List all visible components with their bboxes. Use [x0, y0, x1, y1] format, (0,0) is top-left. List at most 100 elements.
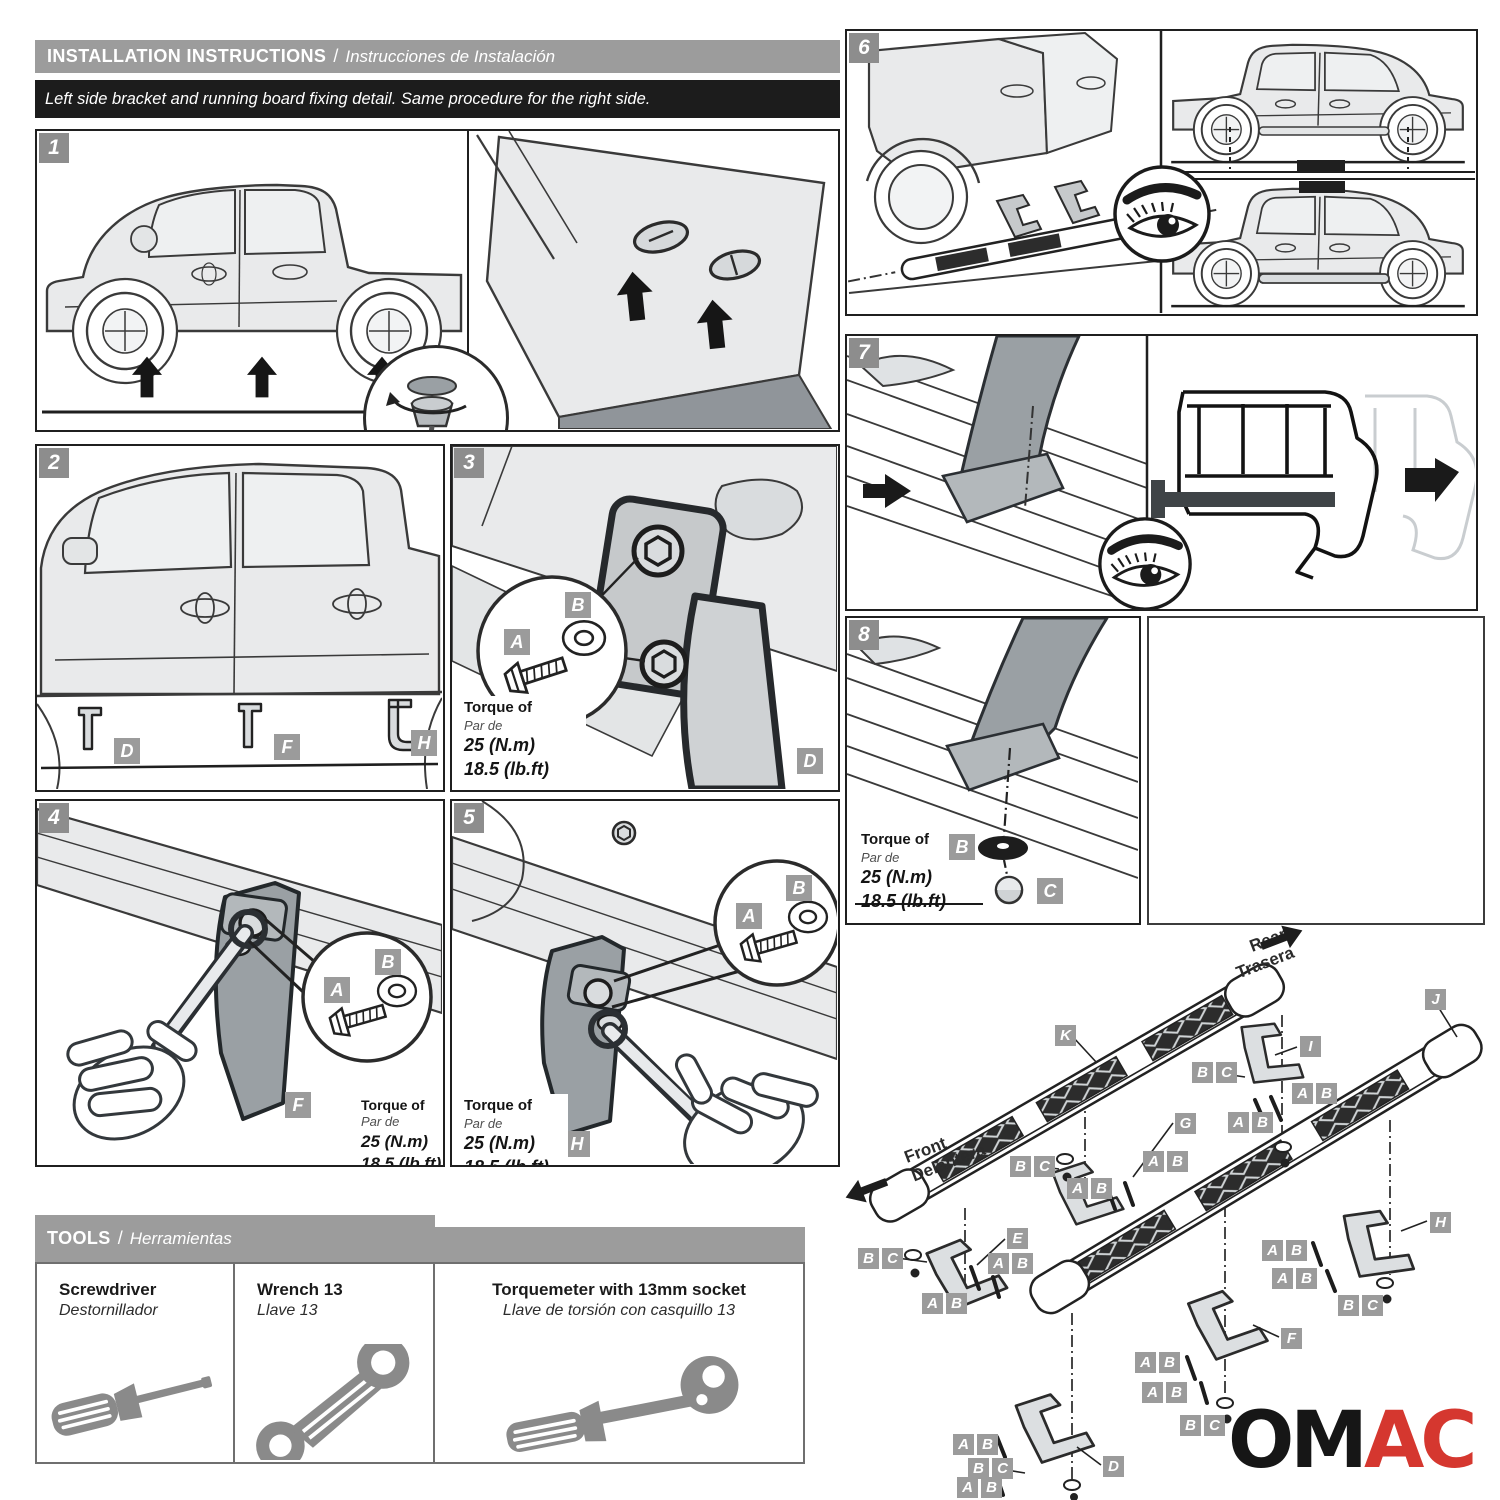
corner-part-label: F [285, 1092, 311, 1118]
fastener-letter-b: B [1166, 1382, 1187, 1403]
screwdriver-icon [48, 1365, 216, 1439]
step-number-badge: 7 [849, 338, 879, 368]
fastener-letter-c: C [1216, 1062, 1237, 1083]
front-arrow-icon [845, 1178, 889, 1203]
part-badge-d: D [1103, 1456, 1124, 1477]
tool-name-es: Llave 13 [257, 1302, 318, 1319]
part-badge-e: E [1007, 1228, 1028, 1249]
fastener-letter-a: A [1262, 1240, 1283, 1261]
panel-step-5: 5 A B H Torque o [450, 799, 840, 1167]
fastener-letter-a: A [957, 1477, 978, 1498]
bolt-label: A [736, 903, 762, 929]
fastener-letter-c: C [1362, 1295, 1383, 1316]
part-badge-j: J [1425, 989, 1446, 1010]
panel-step-7: 7 [845, 334, 1478, 611]
step-number-badge: 3 [454, 448, 484, 478]
bracket-tightening-illustration [37, 807, 442, 1141]
nut-label: C [1037, 878, 1063, 904]
bracket-bolting-illustration [452, 446, 837, 789]
torque-spec: Torque of Par de 25 (N.m) 18.5 (lb.ft) [861, 831, 947, 911]
step-number-badge: 4 [39, 803, 69, 833]
brand-logo-black: OM [1228, 1396, 1368, 1486]
rear-arrow-icon [1259, 925, 1303, 950]
panel-step-3: 3 A B Torque of Par de 25 (N.m) 18.5 (lb… [450, 444, 840, 792]
panel-step-2: 2 D F H [35, 444, 445, 792]
bracket-label-f: F [274, 734, 300, 760]
tools-header-bar-extension [435, 1227, 805, 1262]
fastener-letter-b: B [1167, 1151, 1188, 1172]
tool-item-wrench: Wrench 13 Llave 13 [233, 1264, 433, 1462]
tools-title-en: TOOLS [47, 1228, 111, 1248]
fastener-letter-a: A [922, 1293, 943, 1314]
title-divider: / [333, 46, 339, 66]
tool-name: Wrench 13 [257, 1280, 343, 1299]
fastener-letter-b: B [946, 1293, 967, 1314]
fastener-letter-a: A [953, 1434, 974, 1455]
fastener-letter-a: A [1142, 1382, 1163, 1403]
tool-item-screwdriver: Screwdriver Destornillador [37, 1264, 233, 1462]
fastener-letter-b: B [1286, 1240, 1307, 1261]
corner-part-label: H [564, 1131, 590, 1157]
fastener-letter-b: B [1180, 1415, 1201, 1436]
fastener-letter-b: B [1296, 1268, 1317, 1289]
tool-item-torquemeter: Torquemeter with 13mm socket Llave de to… [433, 1264, 803, 1462]
fastener-letter-b: B [858, 1248, 879, 1269]
blank-panel [1147, 616, 1485, 925]
fastener-letter-b: B [1192, 1062, 1213, 1083]
panel-step-1: 1 [35, 129, 840, 432]
page-title-en: INSTALLATION INSTRUCTIONS [47, 46, 327, 66]
board-alignment-illustration [847, 31, 1475, 313]
fastener-letter-b: B [968, 1458, 989, 1479]
fastener-letter-b: B [1012, 1253, 1033, 1274]
bracket-channel-illustration [847, 336, 1475, 608]
torque-spec: Torque of Par de 25 (N.m) 18.5 (lb.ft) [460, 1094, 568, 1165]
torque-spec: Torque of Par de 25 (N.m) 18.5 (lb.ft) [357, 1094, 443, 1165]
tools-list: Screwdriver Destornillador Wrench 13 Lla… [35, 1262, 805, 1464]
panel-step-8: 8 Torque of Par de 25 (N.m) 18.5 (lb.ft)… [845, 616, 1141, 925]
plug-removal-detail-circle [363, 345, 509, 430]
fastener-letter-a: A [1067, 1178, 1088, 1199]
part-badge-f: F [1281, 1328, 1302, 1349]
step-number-badge: 5 [454, 803, 484, 833]
fastener-letter-b: B [1338, 1295, 1359, 1316]
tool-name-es: Destornillador [59, 1302, 158, 1319]
bracket-label-d: D [114, 738, 140, 764]
fastener-letter-b: B [1252, 1112, 1273, 1133]
eye-icon [1112, 164, 1212, 264]
note-bar: Left side bracket and running board fixi… [35, 80, 840, 118]
truck-side-illustration [42, 183, 463, 414]
fastener-letter-a: A [988, 1253, 1009, 1274]
fastener-letter-b: B [1316, 1083, 1337, 1104]
fastener-letter-b: B [981, 1477, 1002, 1498]
tools-title-es: Herramientas [129, 1228, 232, 1248]
fastener-letter-a: A [1143, 1151, 1164, 1172]
eye-icon [1097, 516, 1193, 611]
tool-name: Torquemeter with 13mm socket [492, 1280, 746, 1299]
tools-divider: / [117, 1228, 123, 1248]
note-text: Left side bracket and running board fixi… [45, 89, 651, 108]
fastener-letter-b: B [1010, 1156, 1031, 1177]
page-title-es: Instrucciones de Instalación [345, 46, 556, 66]
wrench-icon [237, 1344, 433, 1460]
torquemeter-icon [498, 1350, 745, 1460]
part-badge-g: G [1175, 1113, 1196, 1134]
torque-spec: Torque of Par de 25 (N.m) 18.5 (lb.ft) [460, 696, 586, 784]
fastener-letter-a: A [1135, 1352, 1156, 1373]
washer-label: B [949, 834, 975, 860]
tool-name: Screwdriver [59, 1280, 157, 1299]
fastener-letter-a: A [1272, 1268, 1293, 1289]
panel-step-4: 4 A B F Torque of Par de 25 (N.m) [35, 799, 445, 1167]
step-number-badge: 2 [39, 448, 69, 478]
